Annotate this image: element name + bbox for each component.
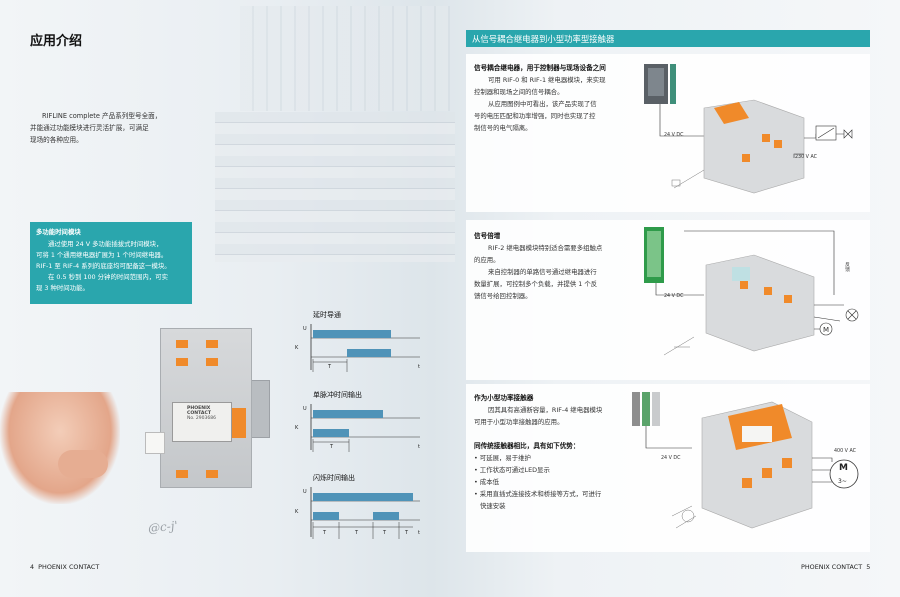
page-title: 应用介绍 (30, 34, 83, 49)
cabinet-background-top (240, 6, 450, 111)
intro-line: RIFLINE complete 产品系列型号全面， (42, 112, 162, 120)
intro-line: 并能通过功能模块进行灵活扩展，可满足 (30, 124, 149, 132)
section-title-coupling: 信号耦合继电器，用于控制器与现场设备之间 (474, 64, 606, 72)
text-line: 从应用图例中可看出，该产品实现了信 (488, 100, 597, 108)
u-label: U (303, 326, 307, 332)
t-mark: T (330, 444, 334, 450)
timing-title-flashing: 闪烁时间输出 (313, 474, 355, 482)
text-line: 号的电压匹配和功率增强，同时也实现了控 (474, 112, 596, 120)
timer-box-line: RIF-1 至 RIF-4 系列的底座均可配备这一模块。 (36, 262, 171, 270)
list-item: • 采用直插式连接技术和桥接等方式，可进行 (474, 490, 602, 498)
footer-brand: PHOENIX CONTACT (801, 563, 863, 571)
relay-label-plate: PHOENIX CONTACT No. 2903686 (172, 402, 232, 442)
section-title-multiplication: 信号倍增 (474, 232, 501, 240)
t-mark: T (355, 530, 359, 536)
multiplication-application-illustration: M (644, 225, 864, 379)
section-title-contactor: 作为小型功率接触器 (474, 394, 534, 402)
section-text-multiplication: RIF-2 继电器模块特别适合需要多组触点 的应用。 来自控制器的单路信号通过继… (474, 242, 644, 302)
text-line: 制信号的电气隔离。 (474, 124, 532, 132)
timer-box-line: 现 3 种时间功能。 (36, 284, 89, 292)
k-label: K (295, 509, 299, 515)
text-line: RIF-2 继电器模块特别适合需要多组触点 (488, 244, 603, 252)
t-mark: T (323, 530, 327, 536)
text-line: 来自控制器的单路信号通过继电器进行 (488, 268, 597, 276)
text-line: 可用于小型功率接触器的应用。 (474, 418, 564, 426)
t-mark: T (383, 530, 387, 536)
u-label: U (303, 489, 307, 495)
timing-diagram-on-delay (295, 322, 430, 374)
orange-terminal (176, 358, 188, 366)
list-item: 快速安装 (480, 502, 506, 510)
orange-terminal (206, 358, 218, 366)
page-number: 4 (30, 563, 35, 571)
voltage-label-24vdc: 24 V DC (664, 294, 684, 299)
intro-text: RIFLINE complete 产品系列型号全面， 并能通过功能模块进行灵活扩… (30, 110, 180, 146)
orange-terminal (206, 470, 218, 478)
timing-title-on-delay: 延时导通 (313, 311, 341, 319)
orange-terminal (176, 340, 188, 348)
footer-right: PHOENIX CONTACT 5 (801, 563, 870, 571)
timer-box-line: 可将 1 个通用继电器扩展为 1 个时间继电器。 (36, 251, 168, 259)
orange-terminal (206, 340, 218, 348)
feedback-label: 反馈 (844, 262, 849, 272)
list-item: • 工作状态可通过LED显示 (474, 466, 550, 474)
motor-symbol-m: M (839, 463, 848, 473)
time-axis-mark: t (418, 444, 420, 450)
section-text-contactor: 因其具有高通断容量，RIF-4 继电器模块 可用于小型功率接触器的应用。 (474, 404, 644, 428)
text-line: 可用 RIF-0 和 RIF-1 继电器模块，来实现 (488, 76, 606, 84)
timer-module-box: 多功能时间模块 通过使用 24 V 多功能插拔式时间模块， 可将 1 个通用继电… (30, 222, 192, 304)
marker-card (145, 432, 165, 454)
voltage-label-24vdc: 24 V DC (661, 456, 681, 461)
timer-box-line: 在 0.5 秒到 100 分钟的时间范围内，可实 (48, 273, 168, 281)
footer-brand: PHOENIX CONTACT (38, 563, 100, 571)
time-axis-mark: t (418, 364, 420, 370)
text-line: 馈信号给回控制器。 (474, 292, 532, 300)
orange-lever (232, 408, 246, 438)
advantages-title: 同传统接触器相比，具有如下优势： (474, 442, 580, 450)
svg-text:M: M (823, 326, 829, 334)
text-line: 控制器和现场之间的信号耦合。 (474, 88, 564, 96)
t-mark: T (328, 364, 332, 370)
orange-terminal (176, 470, 188, 478)
handwriting-note: @c-j' (147, 518, 179, 536)
t-mark: T (405, 530, 409, 536)
k-label: K (295, 345, 299, 351)
text-line: 数量扩展，可控制多个负载，并提供 1 个反 (474, 280, 598, 288)
time-axis-mark: t (418, 530, 420, 536)
intro-line: 现场的各种应用。 (30, 136, 83, 144)
timer-box-title: 多功能时间模块 (36, 228, 81, 236)
contactor-application-illustration (632, 388, 868, 552)
section-band-title: 从信号耦合继电器到小型功率型接触器 (466, 30, 870, 47)
timing-diagram-flashing (295, 485, 430, 543)
voltage-label-400vac: 400 V AC (834, 449, 857, 454)
hand-image (0, 392, 120, 504)
timing-title-single-pulse: 单脉冲时间输出 (313, 391, 362, 399)
cabinet-background (215, 112, 455, 262)
phoenix-contact-logo: PHOENIX CONTACT (187, 406, 211, 416)
section-text-coupling: 可用 RIF-0 和 RIF-1 继电器模块，来实现 控制器和现场之间的信号耦合… (474, 74, 644, 134)
timer-box-line: 通过使用 24 V 多功能插拔式时间模块， (48, 240, 163, 248)
thumb-image (58, 450, 108, 478)
k-label: K (295, 425, 299, 431)
voltage-label-230vac: 230 V AC (795, 155, 818, 160)
text-line: 因其具有高通断容量，RIF-4 继电器模块 (488, 406, 603, 414)
voltage-label-24vdc: 24 V DC (664, 133, 684, 138)
list-item: • 可延展，易于维护 (474, 454, 531, 462)
page-number: 5 (866, 563, 871, 571)
list-item: • 成本低 (474, 478, 499, 486)
text-line: 的应用。 (474, 256, 500, 264)
motor-symbol-phase: 3~ (838, 478, 847, 485)
advantages-list: • 可延展，易于维护 • 工作状态可通过LED显示 • 成本低 • 采用直插式连… (474, 452, 644, 512)
u-label: U (303, 406, 307, 412)
part-number: No. 2903686 (187, 416, 216, 421)
footer-left: 4 PHOENIX CONTACT (30, 563, 99, 571)
timing-diagram-single-pulse (295, 402, 430, 454)
coupling-application-illustration (644, 58, 864, 212)
